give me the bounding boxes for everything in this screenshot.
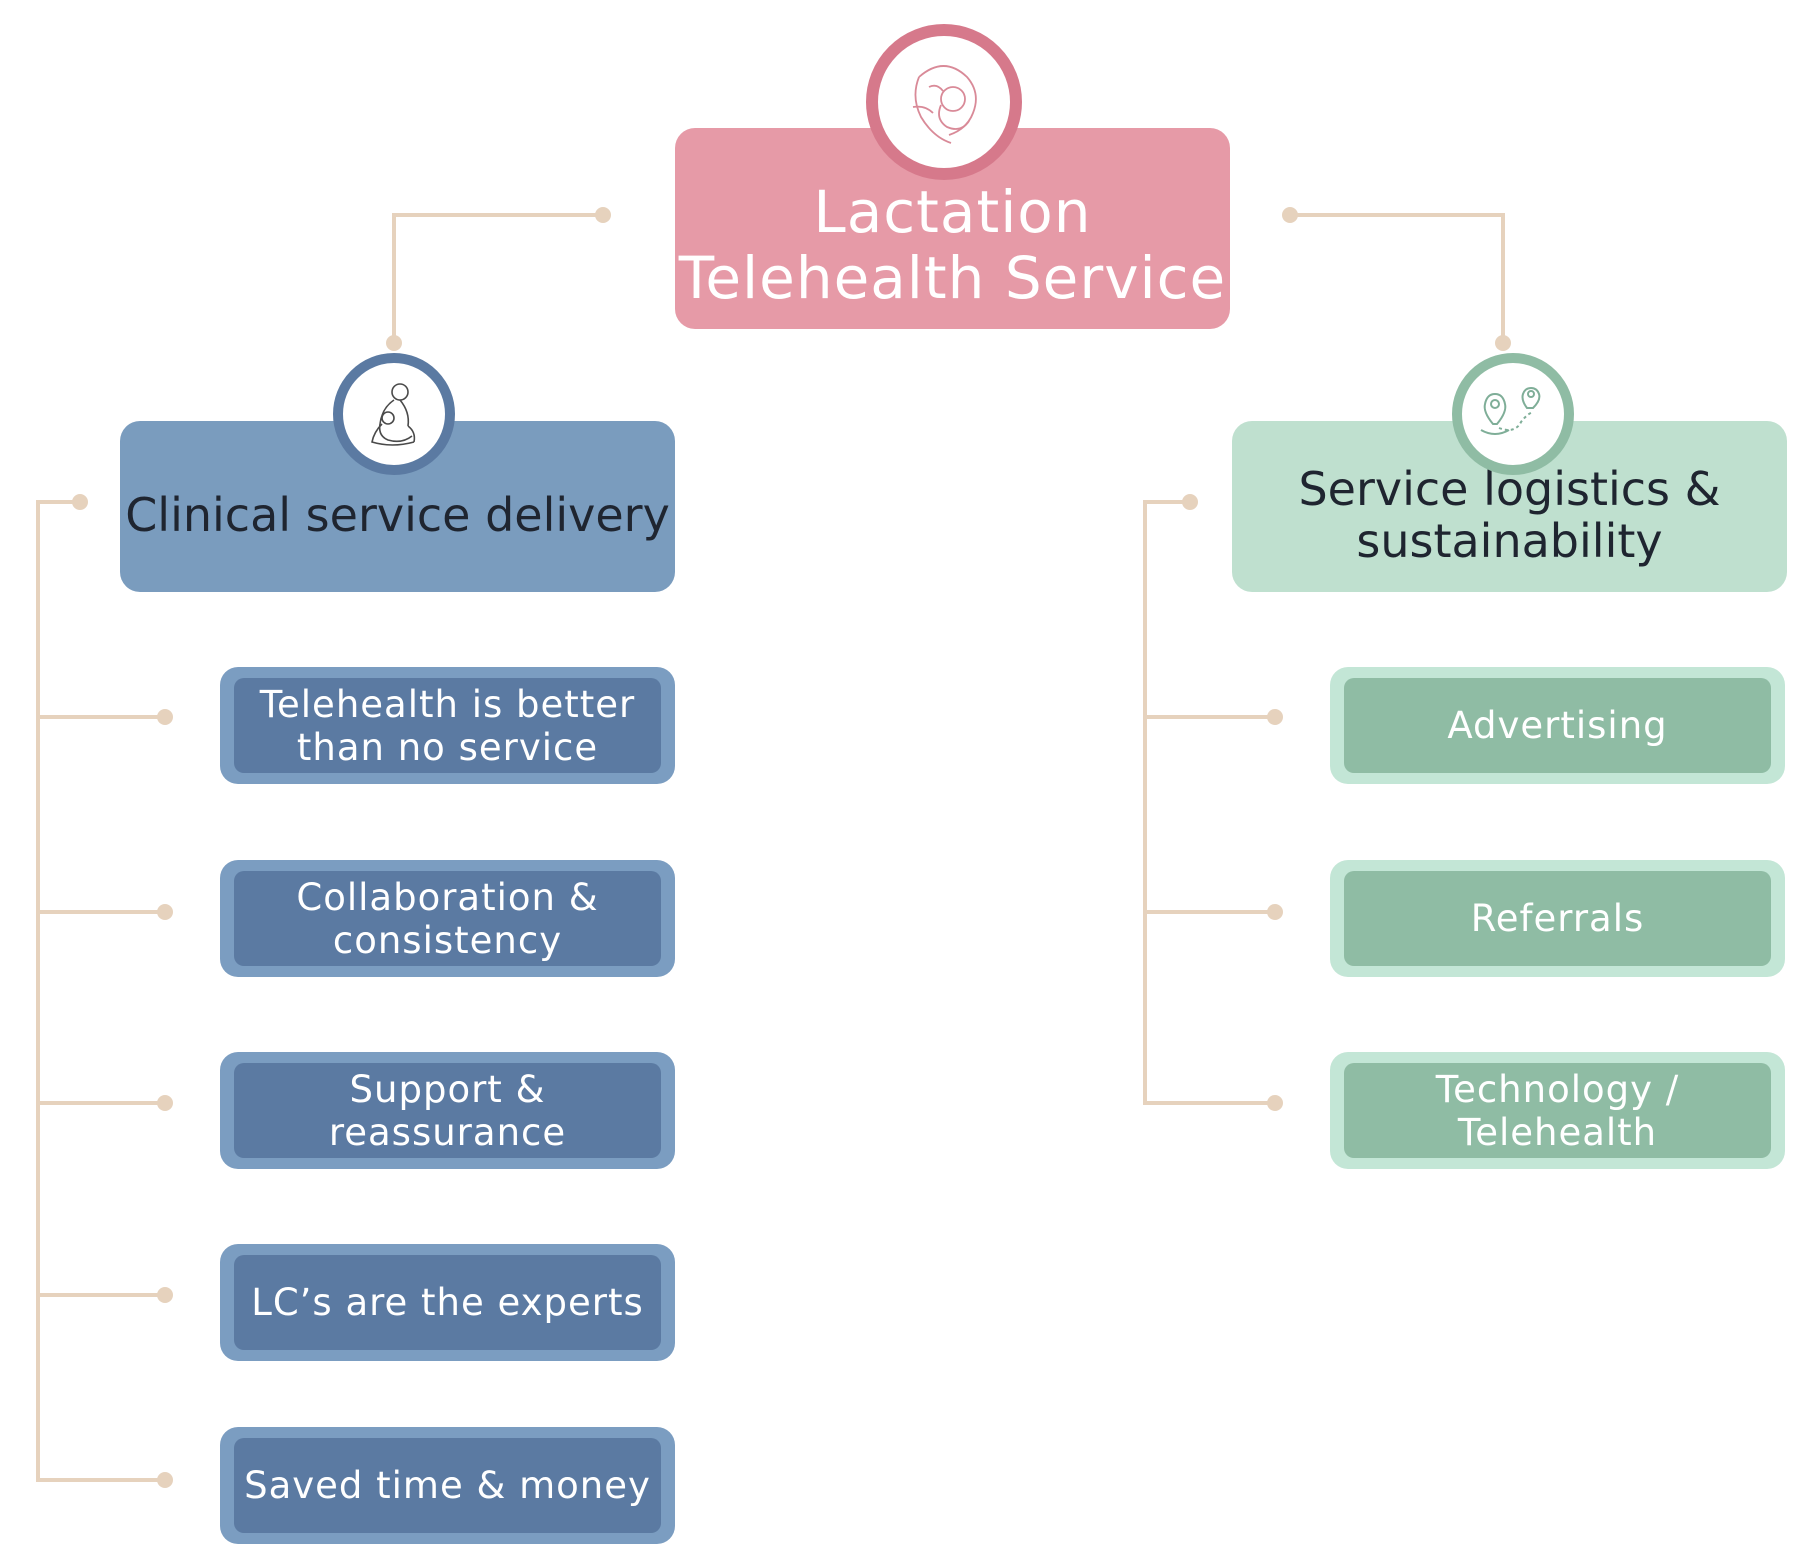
item-label-line1: Saved time & money — [244, 1464, 651, 1507]
connector-dot — [157, 904, 173, 920]
item-label-line1: LC’s are the experts — [251, 1281, 644, 1324]
list-item: Support & reassurance — [220, 1052, 675, 1169]
item-label-line2: Telehealth — [1457, 1110, 1658, 1154]
item-label-line1: Technology / — [1435, 1067, 1680, 1111]
item-label-line2: consistency — [332, 918, 563, 962]
list-item: Technology / Telehealth — [1330, 1052, 1785, 1169]
location-route-icon — [1452, 353, 1574, 475]
list-item: Saved time & money — [220, 1427, 675, 1544]
connector-dot — [157, 1095, 173, 1111]
item-label-line1: Collaboration & — [296, 875, 599, 919]
item-label-line1: Support & — [349, 1067, 546, 1111]
connector-dot — [1267, 1095, 1283, 1111]
connector-dot — [72, 494, 88, 510]
item-label-line1: Telehealth is better — [259, 682, 636, 726]
mother-baby-icon — [333, 353, 455, 475]
breastfeeding-icon — [866, 24, 1022, 180]
connector-dot — [1282, 207, 1298, 223]
item-label-line1: Referrals — [1470, 897, 1645, 940]
root-title-line1: Lactation — [813, 178, 1092, 246]
item-label-line2: than no service — [296, 725, 599, 769]
right-branch-title-line2: sustainability — [1356, 513, 1663, 568]
list-item: Advertising — [1330, 667, 1785, 784]
root-title-line2: Telehealth Service — [678, 244, 1227, 312]
connector-dot — [1267, 904, 1283, 920]
connector-dot — [1182, 494, 1198, 510]
connector-dot — [386, 335, 402, 351]
connector-dot — [157, 709, 173, 725]
list-item: Referrals — [1330, 860, 1785, 977]
item-label-line2: reassurance — [328, 1110, 567, 1154]
list-item: Collaboration & consistency — [220, 860, 675, 977]
connector-dot — [157, 1287, 173, 1303]
connector-dot — [1267, 709, 1283, 725]
connector-dot — [595, 207, 611, 223]
list-item: Telehealth is better than no service — [220, 667, 675, 784]
list-item: LC’s are the experts — [220, 1244, 675, 1361]
connector-dot — [157, 1472, 173, 1488]
connector-dot — [1495, 335, 1511, 351]
left-branch-title: Clinical service delivery — [125, 487, 670, 542]
item-label-line1: Advertising — [1447, 704, 1668, 747]
